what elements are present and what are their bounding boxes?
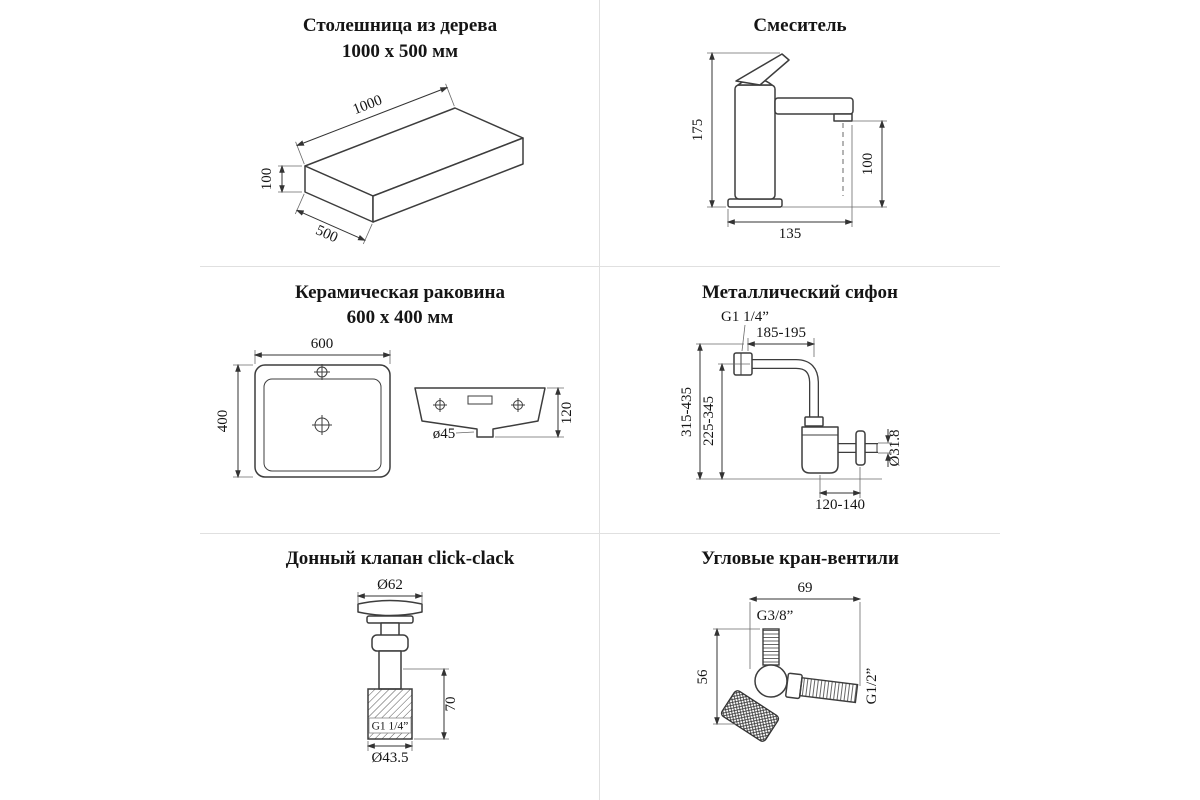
dim-base-label: Ø43.5 bbox=[371, 750, 408, 766]
siphon-body bbox=[733, 352, 878, 475]
panel-mixer: Смеситель 175 bbox=[600, 0, 1000, 267]
countertop-slab bbox=[304, 107, 524, 224]
dimension-height-min: 225-345 bbox=[701, 363, 750, 481]
dim-spout-height-label: 100 bbox=[860, 152, 876, 175]
faucet-hole-mark bbox=[314, 363, 330, 380]
inlet-thread bbox=[762, 628, 780, 666]
dimension-height: 175 bbox=[690, 51, 780, 208]
panel-title: Донный клапан click-clack bbox=[285, 548, 515, 570]
dimension-thickness: 100 bbox=[259, 165, 302, 194]
outlet bbox=[785, 672, 859, 704]
dim-height-label: 56 bbox=[695, 669, 711, 685]
dim-thickness-label: 100 bbox=[259, 168, 275, 191]
panel-title: Столешница из дерева bbox=[302, 15, 498, 36]
dimension-width: 600 bbox=[253, 336, 392, 364]
dim-wall-label: 120-140 bbox=[815, 497, 865, 513]
panel-subtitle: 1000 x 500 мм bbox=[341, 40, 459, 62]
faucet-lever bbox=[735, 52, 790, 86]
knurled-handle bbox=[720, 690, 780, 742]
countertop-drawing: 1000 100 500 bbox=[259, 83, 524, 247]
dim-diameter-label: Ø31.8 bbox=[887, 430, 903, 467]
dimension-height: 56 bbox=[695, 627, 760, 726]
junction-nut bbox=[804, 416, 824, 428]
faucet-spout bbox=[774, 96, 854, 115]
dimension-cap: Ø62 bbox=[356, 577, 424, 603]
dimension-height: 120 bbox=[495, 386, 575, 439]
dimension-spout-height: 100 bbox=[782, 119, 887, 208]
dim-height-min-label: 225-345 bbox=[701, 396, 717, 446]
sink-side-view: ø45 bbox=[414, 387, 546, 442]
panel-subtitle: 600 x 400 мм bbox=[346, 307, 454, 329]
mixer-drawing: 175 100 135 bbox=[690, 51, 887, 242]
panel-clickclack-titles: Донный клапан click-clack bbox=[286, 546, 515, 572]
valve-cap bbox=[357, 599, 423, 617]
valve-body bbox=[754, 664, 788, 698]
panel-sink-titles: Керамическая раковина 600 x 400 мм bbox=[295, 280, 505, 331]
panel-sink: Керамическая раковина 600 x 400 мм bbox=[200, 267, 600, 534]
valve-assembly bbox=[720, 628, 859, 742]
dimension-depth: 400 bbox=[215, 363, 253, 479]
dim-width-label: 600 bbox=[311, 336, 334, 352]
dim-thread-label: G1 1/4” bbox=[372, 720, 409, 732]
dimension-base: Ø43.5 bbox=[366, 740, 414, 766]
dimension-diameter: Ø31.8 bbox=[878, 429, 903, 468]
dim-height-label: 70 bbox=[443, 696, 459, 711]
panel-mixer-titles: Смеситель bbox=[753, 13, 846, 39]
dimension-height: 70 bbox=[403, 667, 459, 741]
overflow-slot bbox=[467, 395, 493, 405]
dim-depth-label: 400 bbox=[215, 410, 231, 433]
sheet-grid: Столешница из дерева 1000 x 500 мм 1000 bbox=[200, 0, 1000, 800]
panel-countertop: Столешница из дерева 1000 x 500 мм 1000 bbox=[200, 0, 600, 267]
dim-base-width-label: 135 bbox=[779, 226, 802, 242]
trap-cup bbox=[801, 426, 839, 475]
dim-cap-label: Ø62 bbox=[377, 577, 403, 593]
dimension-base-width: 135 bbox=[726, 124, 854, 242]
panel-title: Керамическая раковина bbox=[295, 281, 505, 303]
dim-outlet-label: G1/2” bbox=[864, 668, 880, 705]
outlet-thread bbox=[799, 676, 859, 704]
panel-title: Металлический сифон bbox=[702, 281, 898, 303]
sink-drawing: 600 400 bbox=[215, 336, 575, 479]
panel-title: Смеситель bbox=[753, 15, 847, 36]
angle-valve-drawing: 69 G3/8” G1/2” bbox=[695, 580, 880, 742]
grid-divider-horizontal-2 bbox=[200, 533, 1000, 534]
clickclack-drawing: Ø62 G1 1/4” 70 bbox=[356, 577, 459, 766]
side-faucet-hole-mark bbox=[433, 397, 447, 412]
siphon-drawing: G1 1/4” 185-195 315-435 bbox=[679, 309, 903, 513]
grid-divider-horizontal-1 bbox=[200, 266, 1000, 267]
dim-depth-label: 500 bbox=[313, 223, 340, 247]
side-drain-mark bbox=[511, 397, 525, 412]
grid-divider-vertical bbox=[599, 0, 600, 800]
dim-height-label: 175 bbox=[690, 118, 706, 141]
dim-height-max-label: 315-435 bbox=[679, 387, 695, 437]
dimension-wall: 120-140 bbox=[815, 467, 865, 513]
dimension-horizontal: 185-195 bbox=[746, 325, 816, 358]
dim-height-label: 120 bbox=[559, 402, 575, 425]
dim-length-label: 1000 bbox=[351, 93, 385, 119]
faucet-aerator bbox=[833, 112, 853, 122]
panel-angle-valves-titles: Угловые кран-вентили bbox=[701, 546, 899, 572]
dim-width-label: 69 bbox=[798, 580, 813, 596]
panel-angle-valves: Угловые кран-вентили 69 G3/8” bbox=[600, 533, 1000, 800]
panel-title: Угловые кран-вентили bbox=[701, 548, 899, 570]
dim-horizontal-label: 185-195 bbox=[756, 325, 806, 341]
valve-body: G1 1/4” bbox=[357, 599, 423, 740]
panel-clickclack: Донный клапан click-clack Ø62 bbox=[200, 533, 600, 800]
thread-callout: G1 1/4” bbox=[721, 309, 769, 352]
dim-inlet-label: G3/8” bbox=[757, 608, 794, 624]
drain-mark bbox=[312, 414, 332, 435]
dim-thread-label: G1 1/4” bbox=[721, 309, 769, 325]
dimension-width: 69 bbox=[748, 580, 862, 686]
panel-siphon: Металлический сифон G1 1/4” bbox=[600, 267, 1000, 534]
dim-drain-label: ø45 bbox=[433, 426, 456, 442]
wall-flange bbox=[855, 430, 866, 467]
sink-top-view bbox=[254, 363, 391, 478]
panel-siphon-titles: Металлический сифон bbox=[702, 280, 898, 306]
dimension-height-max: 315-435 bbox=[679, 343, 882, 481]
faucet-body bbox=[727, 52, 854, 208]
panel-countertop-titles: Столешница из дерева 1000 x 500 мм bbox=[303, 13, 497, 64]
